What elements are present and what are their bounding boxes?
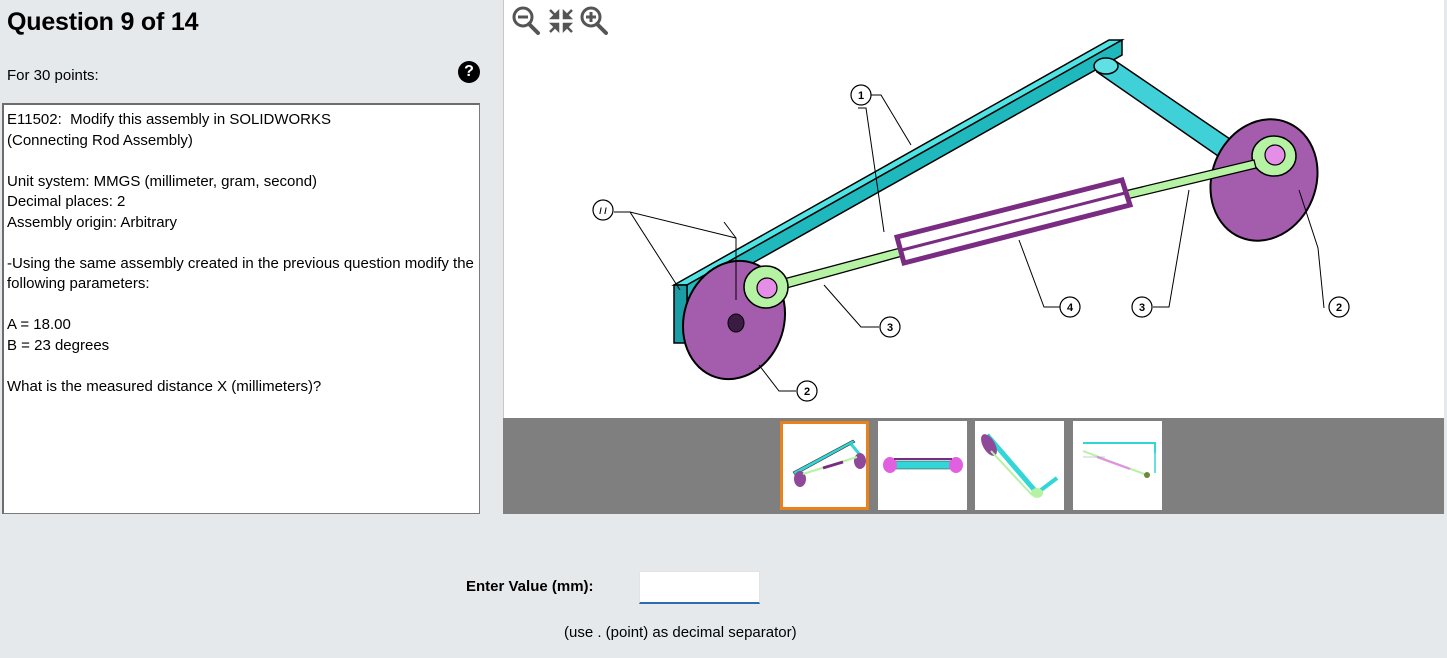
left-disc-pin bbox=[756, 277, 778, 299]
callout-4 bbox=[1059, 296, 1081, 318]
callout-2-right-label: 2 bbox=[1336, 302, 1342, 314]
cross-shaft-end bbox=[1093, 57, 1119, 75]
thumbnail-dimension-image bbox=[1082, 442, 1156, 478]
zoom-in-icon[interactable] bbox=[579, 4, 611, 38]
zoom-toolbar bbox=[511, 4, 611, 38]
fit-view-icon[interactable] bbox=[545, 4, 577, 38]
thumbnail-isometric-image bbox=[792, 439, 866, 487]
thumbnail-isometric-view[interactable] bbox=[780, 421, 869, 510]
callout-3-right bbox=[1131, 296, 1153, 318]
callout-parallel bbox=[592, 199, 614, 221]
thumbnail-top-image bbox=[981, 433, 1059, 498]
left-disc-hole bbox=[727, 313, 745, 333]
callout-3-right-label: 3 bbox=[1139, 302, 1145, 314]
thumbnail-front-image bbox=[883, 457, 963, 473]
zoom-out-icon[interactable] bbox=[511, 4, 543, 38]
thumbnail-top-view[interactable] bbox=[975, 421, 1064, 510]
thumbnail-strip bbox=[503, 418, 1444, 514]
callout-4-label: 4 bbox=[1067, 302, 1074, 314]
question-title: Question 9 of 14 bbox=[7, 8, 199, 36]
answer-label: Enter Value (mm): bbox=[466, 578, 594, 595]
callout-parallel-label: / / bbox=[599, 206, 607, 216]
decimal-separator-hint: (use . (point) as decimal separator) bbox=[564, 624, 797, 641]
question-text-box[interactable]: E11502: Modify this assembly in SOLIDWOR… bbox=[2, 103, 480, 514]
image-viewer: 1 2 2 3 3 4 / / bbox=[503, 0, 1444, 418]
callout-2-left-label: 2 bbox=[804, 386, 810, 398]
callout-2-left bbox=[796, 380, 818, 402]
right-disc bbox=[1209, 118, 1319, 242]
right-disc-pin bbox=[1264, 144, 1286, 166]
callout-3-left bbox=[879, 316, 901, 338]
answer-input[interactable] bbox=[639, 571, 760, 604]
callout-2-right bbox=[1328, 296, 1350, 318]
thumbnail-front-view[interactable] bbox=[878, 421, 967, 510]
points-label: For 30 points: bbox=[7, 67, 99, 84]
callout-1 bbox=[850, 84, 872, 106]
rod-left bbox=[779, 246, 907, 290]
help-icon[interactable]: ? bbox=[458, 61, 480, 83]
callout-1-label: 1 bbox=[858, 90, 864, 102]
assembly-drawing: 1 2 2 3 3 4 / / bbox=[592, 38, 1350, 402]
thumbnail-dimension-view[interactable] bbox=[1073, 421, 1162, 510]
callout-3-left-label: 3 bbox=[887, 322, 893, 334]
